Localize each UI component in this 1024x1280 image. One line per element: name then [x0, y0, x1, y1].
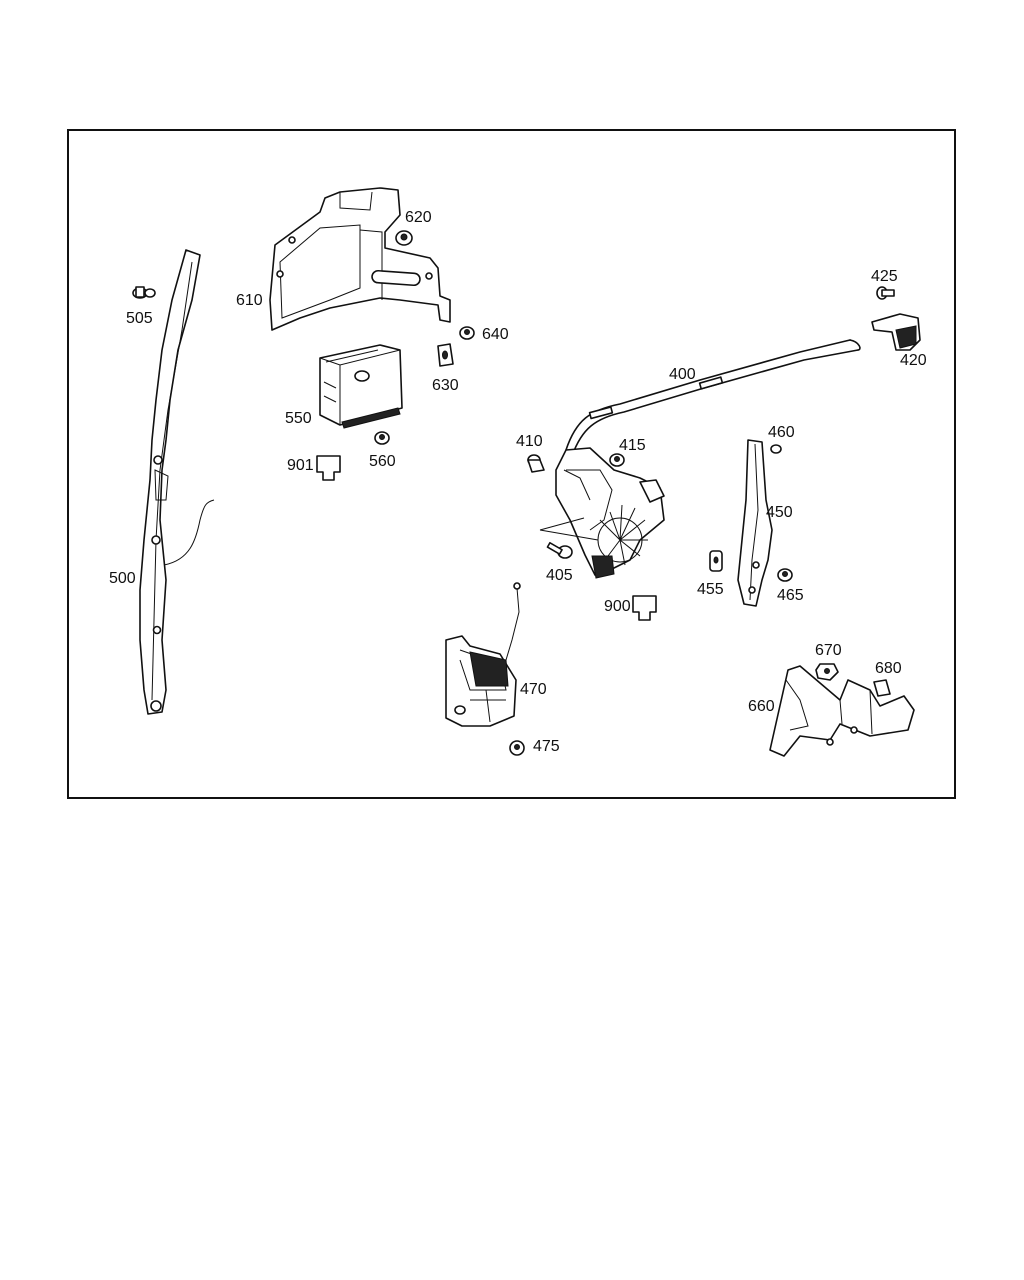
label-455: 455: [697, 581, 724, 598]
label-470: 470: [520, 681, 547, 698]
label-500: 500: [109, 570, 136, 587]
part-415-nut[interactable]: [609, 453, 625, 467]
part-465-screw[interactable]: [777, 568, 793, 582]
diagram-frame: [67, 129, 956, 799]
label-465: 465: [777, 587, 804, 604]
label-410: 410: [516, 433, 543, 450]
label-475: 475: [533, 738, 560, 755]
label-560: 560: [369, 453, 396, 470]
part-670-nut[interactable]: [815, 663, 839, 681]
label-405: 405: [546, 567, 573, 584]
part-500-guide-rail[interactable]: [139, 249, 215, 715]
part-900-symbol[interactable]: [632, 595, 657, 621]
label-901: 901: [287, 457, 314, 474]
label-450: 450: [766, 504, 793, 521]
part-425-pin[interactable]: [876, 286, 895, 300]
label-610: 610: [236, 292, 263, 309]
part-410-spacer[interactable]: [527, 454, 545, 473]
part-455-plate[interactable]: [709, 550, 723, 572]
label-620: 620: [405, 209, 432, 226]
label-680: 680: [875, 660, 902, 677]
label-660: 660: [748, 698, 775, 715]
part-505-bolt[interactable]: [132, 286, 156, 299]
label-550: 550: [285, 410, 312, 427]
part-610-bracket[interactable]: [269, 187, 451, 331]
part-450-guide-bar[interactable]: [737, 439, 773, 607]
label-900: 900: [604, 598, 631, 615]
part-470-lock-actuator[interactable]: [445, 582, 521, 727]
part-420-end-piece[interactable]: [871, 313, 921, 351]
part-400-cable[interactable]: [565, 339, 861, 457]
label-420: 420: [900, 352, 927, 369]
part-640-screw[interactable]: [459, 326, 475, 340]
part-460-screw[interactable]: [770, 444, 782, 454]
label-400: 400: [669, 366, 696, 383]
part-560-screw[interactable]: [374, 431, 390, 445]
label-640: 640: [482, 326, 509, 343]
label-630: 630: [432, 377, 459, 394]
part-405-bolt[interactable]: [539, 517, 599, 559]
part-901-symbol[interactable]: [316, 455, 341, 481]
part-630-clip[interactable]: [437, 343, 454, 367]
part-550-control-unit[interactable]: [319, 344, 403, 429]
part-drive-motor[interactable]: [555, 447, 665, 579]
part-680-clip[interactable]: [873, 679, 891, 697]
label-670: 670: [815, 642, 842, 659]
label-425: 425: [871, 268, 898, 285]
part-620-nut[interactable]: [395, 230, 413, 246]
part-660-bracket[interactable]: [769, 665, 915, 757]
label-460: 460: [768, 424, 795, 441]
label-415: 415: [619, 437, 646, 454]
part-475-screw[interactable]: [509, 740, 525, 756]
label-505: 505: [126, 310, 153, 327]
